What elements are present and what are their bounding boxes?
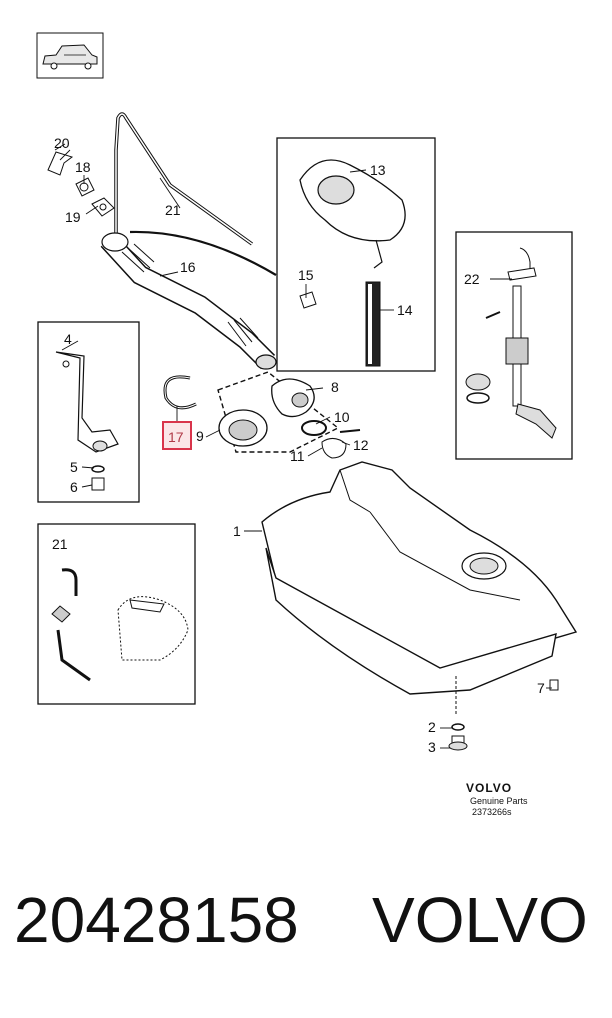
label-22: 22 — [464, 271, 480, 287]
label-14: 14 — [397, 302, 413, 318]
hose-clamp — [163, 375, 197, 410]
label-10: 10 — [334, 409, 350, 425]
label-7: 7 — [537, 680, 545, 696]
fuel-tank — [261, 461, 578, 751]
label-11: 11 — [290, 448, 305, 464]
filler-hose — [100, 232, 277, 370]
footer — [0, 850, 612, 1018]
highlighted-part-box — [162, 421, 192, 450]
label-21-box: 21 — [52, 536, 68, 552]
brand-logo-text: VOLVO — [466, 781, 512, 795]
label-18: 18 — [75, 159, 91, 175]
label-8: 8 — [331, 379, 339, 395]
label-4: 4 — [64, 331, 72, 347]
part-number: 20428158 — [14, 884, 299, 956]
label-17: 17 — [168, 429, 184, 445]
fuel-sender-box — [455, 231, 573, 460]
diagram-code: 2373266s — [472, 807, 512, 817]
label-9: 9 — [196, 428, 204, 444]
bracket-detail-box — [37, 321, 140, 503]
brand-subtitle: Genuine Parts — [470, 796, 528, 806]
filler-neck-parts — [217, 371, 361, 459]
breather-line — [114, 112, 277, 276]
label-1: 1 — [233, 523, 241, 539]
footer-brand: VOLVO — [372, 884, 588, 956]
label-13: 13 — [370, 162, 386, 178]
label-6: 6 — [70, 479, 78, 495]
vent-hose-detail-box — [276, 137, 436, 372]
fuel-system-parts-diagram: 20 18 19 21 16 13 15 14 22 4 5 6 8 9 17 … — [36, 32, 578, 817]
breather-detail-box — [37, 523, 196, 705]
vent-fittings — [47, 143, 115, 217]
leader-lines — [59, 149, 552, 749]
car-thumbnail-icon — [36, 32, 104, 79]
label-12: 12 — [353, 437, 369, 453]
label-3: 3 — [428, 739, 436, 755]
label-5: 5 — [70, 459, 78, 475]
label-2: 2 — [428, 719, 436, 735]
label-19: 19 — [65, 209, 81, 225]
label-16: 16 — [180, 259, 196, 275]
label-20: 20 — [54, 135, 70, 151]
label-21-top: 21 — [165, 202, 181, 218]
label-15: 15 — [298, 267, 314, 283]
